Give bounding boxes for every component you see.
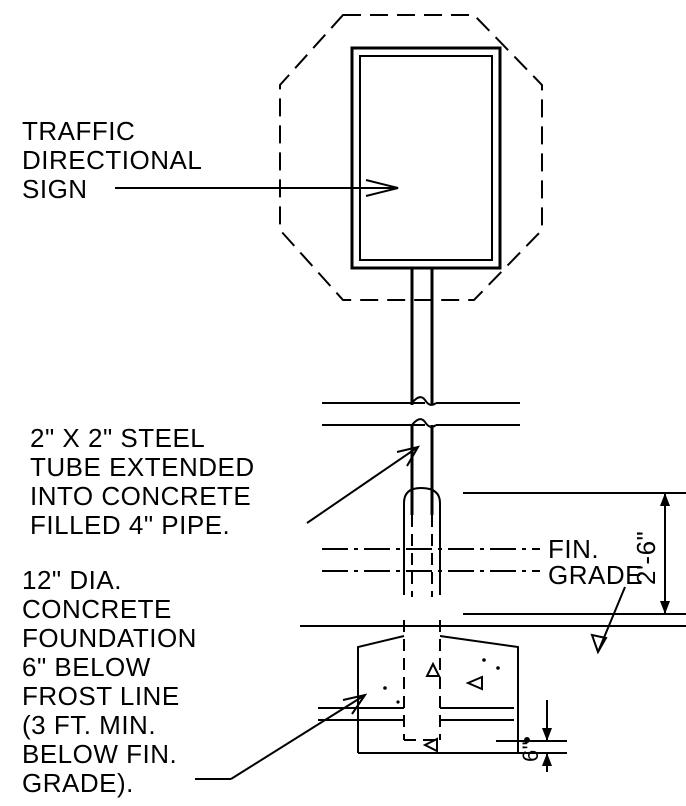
foundation-label: 12" DIA. CONCRETE FOUNDATION 6" BELOW FR… [22, 565, 197, 798]
foundation-leader-arrow [195, 693, 368, 780]
steel-tube-lower [410, 425, 434, 515]
concrete-foundation [357, 620, 519, 754]
sign-panel-inner [359, 55, 493, 261]
svg-text:FIN.: FIN. [548, 534, 599, 564]
sign-leader-arrow [115, 179, 399, 197]
svg-text:GRADE: GRADE [548, 560, 643, 590]
tube-leader-arrow [306, 445, 421, 524]
break-lines [322, 396, 520, 428]
svg-text:SIGN: SIGN [22, 174, 88, 204]
svg-text:CONCRETE: CONCRETE [22, 594, 172, 624]
svg-text:2" X 2" STEEL: 2" X 2" STEEL [30, 423, 205, 453]
octagon-outline [279, 14, 543, 301]
frost-line-breaks [318, 707, 514, 721]
svg-text:TUBE EXTENDED: TUBE EXTENDED [30, 452, 255, 482]
grade-leader-lines [300, 548, 686, 627]
svg-text:6" BELOW: 6" BELOW [22, 652, 151, 682]
concrete-filled-pipe [403, 486, 441, 597]
steel-tube-upper [410, 268, 434, 405]
svg-text:(3 FT. MIN.: (3 FT. MIN. [22, 710, 156, 740]
sign-panel-outer [350, 46, 502, 270]
svg-text:12" DIA.: 12" DIA. [22, 565, 122, 595]
dimension-reference-lines [463, 492, 686, 615]
svg-text:FILLED 4" PIPE.: FILLED 4" PIPE. [30, 510, 230, 540]
tube-label: 2" X 2" STEEL TUBE EXTENDED INTO CONCRET… [30, 423, 255, 540]
height-dimension-text: 2'-6" [631, 531, 661, 585]
grade-arrow [590, 586, 626, 655]
svg-text:GRADE).: GRADE). [22, 768, 134, 798]
svg-text:BELOW FIN.: BELOW FIN. [22, 739, 177, 769]
svg-text:FROST LINE: FROST LINE [22, 681, 180, 711]
depth-dimension-text: 6" [518, 741, 543, 762]
svg-text:DIRECTIONAL: DIRECTIONAL [22, 145, 202, 175]
grade-label: FIN. GRADE [548, 534, 643, 590]
svg-text:TRAFFIC: TRAFFIC [22, 116, 135, 146]
svg-text:FOUNDATION: FOUNDATION [22, 623, 197, 653]
svg-text:INTO CONCRETE: INTO CONCRETE [30, 481, 251, 511]
depth-dimension [496, 700, 567, 772]
sign-label: TRAFFIC DIRECTIONAL SIGN [22, 116, 202, 204]
